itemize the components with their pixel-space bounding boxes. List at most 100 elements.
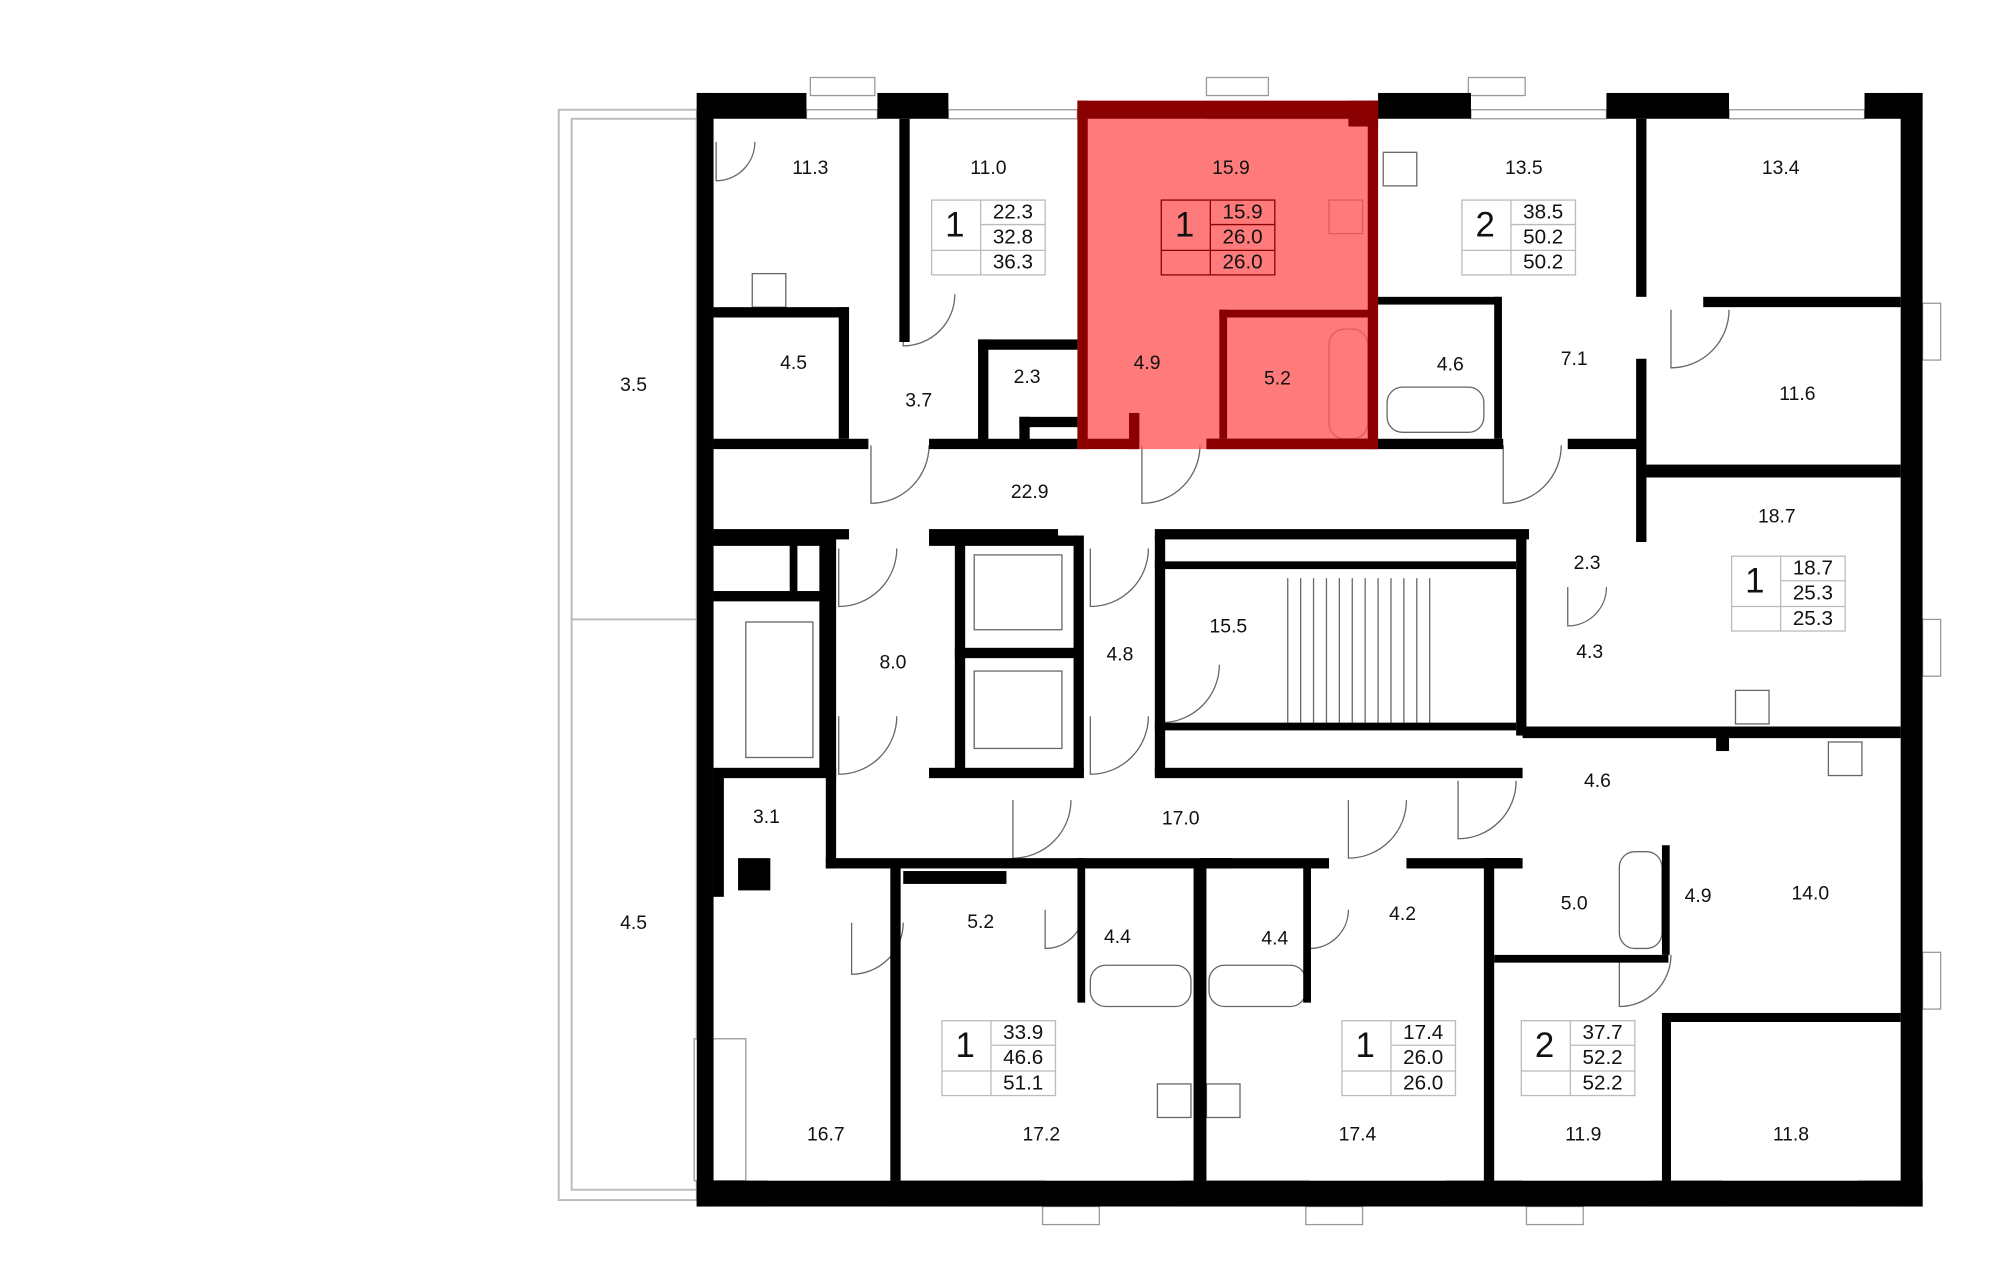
room-area-label: 5.0 bbox=[1561, 893, 1588, 915]
room-area-label: 4.5 bbox=[780, 352, 807, 374]
window bbox=[1728, 109, 1866, 120]
door-swing bbox=[850, 922, 904, 975]
wall bbox=[713, 591, 826, 602]
wall bbox=[954, 647, 1078, 659]
window bbox=[1525, 1205, 1584, 1226]
room-area-label: 7.1 bbox=[1561, 348, 1588, 370]
door-swing bbox=[1012, 800, 1072, 859]
area-value: 50.2 bbox=[1523, 226, 1563, 249]
area-value: 37.7 bbox=[1583, 1021, 1623, 1044]
selected-wall bbox=[1077, 100, 1379, 119]
area-value: 25.3 bbox=[1793, 607, 1833, 630]
window bbox=[1470, 109, 1608, 120]
window bbox=[1467, 76, 1526, 97]
room-area-label: 16.7 bbox=[807, 1124, 845, 1146]
room-area-label: 4.2 bbox=[1389, 903, 1416, 925]
room-count: 1 bbox=[1355, 1026, 1374, 1065]
wall bbox=[713, 767, 837, 779]
wall bbox=[713, 535, 826, 546]
wall bbox=[713, 307, 850, 318]
area-value: 26.0 bbox=[1403, 1071, 1443, 1094]
area-value: 26.0 bbox=[1223, 226, 1263, 249]
room-area-label: 4.6 bbox=[1584, 770, 1611, 792]
area-value: 15.9 bbox=[1223, 200, 1263, 223]
door-swing bbox=[838, 548, 898, 608]
door-swing bbox=[1670, 309, 1730, 369]
area-value: 52.2 bbox=[1583, 1071, 1623, 1094]
room-area-label: 2.3 bbox=[1574, 552, 1601, 574]
room-area-label: 4.6 bbox=[1437, 353, 1464, 375]
wall bbox=[696, 1180, 1923, 1207]
wall bbox=[1636, 118, 1647, 297]
room-area-label: 3.5 bbox=[620, 374, 647, 396]
wall bbox=[713, 438, 869, 450]
wall bbox=[738, 858, 771, 891]
room-area-label: 11.9 bbox=[1565, 1124, 1601, 1146]
room-area-label: 4.9 bbox=[1134, 352, 1161, 374]
room-area-label: 5.2 bbox=[1264, 368, 1291, 390]
room-area-label: 4.3 bbox=[1576, 641, 1603, 663]
wall bbox=[1483, 858, 1495, 1181]
wall bbox=[1077, 858, 1233, 869]
wall bbox=[1073, 535, 1084, 775]
wall bbox=[1516, 535, 1527, 736]
window bbox=[1205, 76, 1270, 97]
wall bbox=[1858, 1180, 1923, 1207]
window bbox=[1041, 1205, 1100, 1226]
room-count: 1 bbox=[1745, 561, 1764, 600]
room-area-label: 3.7 bbox=[905, 389, 932, 411]
area-value: 50.2 bbox=[1523, 251, 1563, 274]
wall bbox=[929, 529, 1059, 540]
window bbox=[809, 76, 876, 97]
stove-icon bbox=[1205, 1083, 1241, 1119]
room-area-label: 4.8 bbox=[1107, 644, 1134, 666]
area-value: 22.3 bbox=[993, 200, 1033, 223]
room-area-label: 4.9 bbox=[1685, 885, 1712, 907]
room-area-label: 11.3 bbox=[792, 157, 828, 179]
window bbox=[805, 109, 879, 120]
stove-icon bbox=[1827, 741, 1863, 777]
door-swing bbox=[1347, 800, 1408, 859]
door-swing bbox=[902, 294, 956, 347]
wall bbox=[1180, 1180, 1310, 1207]
door-swing bbox=[1160, 664, 1220, 724]
wall bbox=[1445, 1180, 1523, 1207]
room-area-label: 3.1 bbox=[753, 806, 780, 828]
wall bbox=[929, 438, 1078, 450]
room-area-label: 4.5 bbox=[620, 912, 647, 934]
door-swing bbox=[1309, 909, 1350, 950]
window bbox=[1921, 302, 1942, 361]
wall bbox=[890, 867, 901, 1181]
room-area-label: 15.9 bbox=[1212, 157, 1250, 179]
equipment-box bbox=[745, 621, 814, 759]
stove-icon bbox=[1156, 1083, 1192, 1119]
wall bbox=[696, 1180, 768, 1207]
wall bbox=[1670, 1012, 1901, 1022]
selected-wall bbox=[1206, 438, 1379, 450]
wall bbox=[1406, 858, 1523, 869]
wall bbox=[1716, 735, 1730, 752]
wall bbox=[1193, 867, 1207, 1181]
info-box-frame bbox=[1160, 199, 1276, 276]
door-swing bbox=[1141, 445, 1201, 504]
selected-wall bbox=[1129, 412, 1140, 450]
wall bbox=[1646, 464, 1901, 478]
area-value: 36.3 bbox=[993, 251, 1033, 274]
wall bbox=[1154, 561, 1517, 570]
wall bbox=[1522, 726, 1901, 739]
window bbox=[1921, 618, 1942, 677]
fixtures bbox=[715, 141, 1863, 1119]
stove-icon bbox=[1382, 151, 1418, 187]
room-area-label: 13.4 bbox=[1762, 157, 1800, 179]
elevator-car bbox=[973, 670, 1063, 750]
wall bbox=[696, 92, 807, 119]
room-area-label: 4.4 bbox=[1261, 928, 1288, 950]
wall bbox=[929, 767, 1084, 779]
